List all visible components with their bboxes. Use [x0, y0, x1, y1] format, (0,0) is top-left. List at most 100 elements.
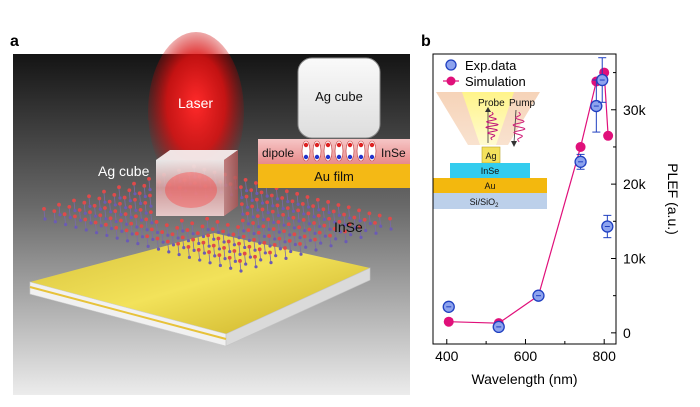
legend-exp-marker	[445, 59, 457, 71]
lattice-atom-in	[298, 235, 302, 240]
plot-frame	[432, 53, 617, 345]
lattice-atom-in	[105, 233, 109, 238]
lattice-atom-se	[215, 219, 220, 224]
lattice-atom-in	[143, 194, 147, 199]
lattice-atom-in	[43, 217, 47, 221]
lattice-atom-in	[292, 226, 297, 230]
lattice-atom-se	[98, 213, 103, 218]
lattice-atom-se	[144, 217, 149, 222]
lattice-atom-in	[308, 238, 312, 242]
lattice-atom-in	[275, 197, 280, 201]
lattice-atom-in	[161, 240, 165, 244]
lattice-atom-in	[299, 252, 303, 256]
lattice-atom-se	[271, 227, 276, 231]
lattice-atom-in	[286, 200, 290, 204]
dipole-markers	[301, 140, 377, 162]
lattice-atom-se	[128, 204, 133, 209]
lattice-atom-in	[252, 231, 256, 236]
lattice-atom-in	[129, 215, 133, 219]
legend-sim-marker	[446, 76, 456, 86]
lattice-atom-se	[357, 208, 361, 213]
lattice-atom-in	[114, 219, 118, 224]
lattice-atom-se	[134, 231, 139, 236]
lattice-atom-in	[216, 230, 221, 234]
lattice-atom-in	[119, 213, 123, 217]
lattice-atom-se	[196, 247, 201, 252]
lattice-atom-se	[232, 249, 237, 253]
lattice-atom-in	[139, 201, 143, 206]
lattice-atom-in	[272, 220, 276, 225]
lattice-atom-in	[303, 229, 307, 233]
lattice-atom-in	[327, 210, 331, 215]
lattice-atom-se	[108, 216, 113, 221]
lattice-atom-se	[132, 181, 136, 186]
dipole-marker	[345, 140, 355, 162]
lattice-atom-se	[83, 217, 88, 222]
lattice-atom-se	[242, 251, 247, 256]
probe-wave-icon	[485, 111, 499, 141]
lattice-atom-in	[74, 225, 78, 229]
lattice-atom-se	[336, 203, 341, 207]
lattice-atom-in	[322, 217, 327, 222]
dipole-negative	[358, 154, 364, 160]
lattice-atom-in	[124, 222, 129, 226]
lattice-atom-in	[276, 213, 281, 218]
lattice-atom-in	[278, 247, 282, 251]
lattice-atom-in	[257, 225, 261, 229]
lattice-atom-se	[62, 212, 67, 217]
lattice-atom-in	[83, 211, 87, 215]
lattice-atom-se	[306, 211, 311, 216]
lattice-atom-se	[388, 216, 392, 221]
lattice-atom-in	[192, 248, 196, 252]
lattice-atom-se	[241, 234, 246, 239]
lattice-atom-se	[313, 237, 317, 242]
lattice-atom-in	[291, 209, 296, 213]
lattice-atom-se	[343, 229, 347, 234]
lattice-atom-in	[130, 232, 134, 236]
lattice-atom-se	[147, 176, 151, 181]
lattice-atom-in	[263, 251, 267, 255]
lattice-atom-se	[145, 234, 150, 239]
lattice-atom-se	[107, 199, 112, 204]
lattice-atom-in	[358, 219, 362, 223]
simulation-point	[575, 141, 586, 152]
laser-label: Laser	[178, 95, 213, 111]
lattice-atom-in	[134, 208, 138, 213]
x-tick-label: 400	[435, 348, 459, 364]
lattice-atom-in	[344, 240, 348, 244]
lattice-atom-se	[190, 221, 195, 226]
lattice-atom-in	[273, 237, 277, 241]
lattice-atom-in	[245, 205, 250, 209]
lattice-atom-se	[180, 235, 185, 240]
dipole-positive	[336, 142, 342, 148]
lattice-atom-in	[261, 218, 266, 222]
lattice-atom-se	[254, 197, 259, 202]
lattice-atom-in	[296, 202, 300, 206]
lattice-atom-se	[262, 240, 267, 245]
lattice-atom-in	[133, 192, 137, 196]
lattice-atom-se	[297, 225, 301, 230]
lattice-atom-in	[202, 251, 207, 255]
lattice-atom-in	[297, 219, 301, 223]
lattice-atom-se	[139, 224, 144, 229]
lattice-atom-in	[306, 205, 311, 209]
lattice-atom-in	[171, 243, 176, 247]
lattice-atom-se	[267, 234, 271, 238]
lattice-atom-se	[216, 236, 221, 241]
lattice-atom-in	[197, 241, 201, 246]
lattice-atom-in	[269, 261, 273, 265]
lattice-atom-se	[118, 201, 122, 206]
lattice-atom-se	[133, 197, 137, 202]
simulation-point	[603, 130, 614, 141]
lattice-atom-se	[117, 185, 121, 190]
inse-label: InSe	[334, 219, 363, 235]
inset-substrate-layer	[433, 193, 547, 209]
lattice-atom-in	[288, 233, 292, 237]
inset-inse-layer	[450, 163, 530, 178]
lattice-atom-in	[155, 230, 160, 235]
panel-b-label: b	[421, 33, 431, 50]
lattice-atom-in	[166, 233, 170, 237]
lattice-atom-in	[333, 220, 337, 224]
